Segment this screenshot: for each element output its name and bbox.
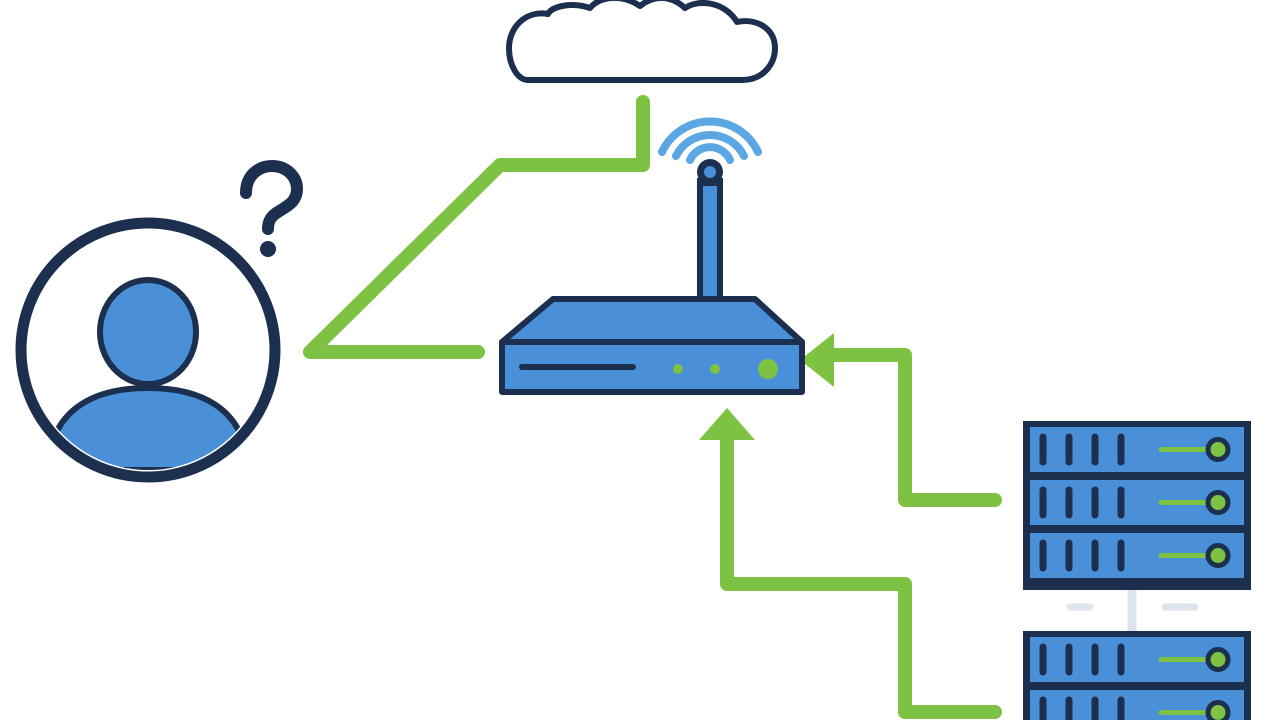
server-unit [1030, 637, 1244, 682]
router-top [499, 296, 805, 345]
server-power-led [1205, 647, 1231, 672]
router-status-light [673, 364, 683, 374]
wifi-router-icon [499, 159, 805, 395]
arrowhead-left [800, 333, 834, 387]
server-power-led [1205, 437, 1231, 462]
server-rack-bottom [1023, 631, 1251, 720]
server-rack-top [1023, 421, 1251, 590]
connector-server-bottom-to-router [699, 408, 1002, 719]
router-status-light [710, 364, 720, 374]
connector-cloud-to-user [303, 95, 650, 359]
router-status-light [758, 359, 778, 379]
server-power-led [1205, 490, 1231, 515]
connector-server-top-to-router [800, 333, 1002, 507]
cloud-icon [506, 0, 778, 83]
server-power-led [1205, 700, 1231, 720]
wifi-signal-icon [658, 117, 762, 164]
server-unit [1030, 533, 1244, 578]
arrowhead-up [699, 408, 755, 440]
server-rack-stand [1066, 583, 1199, 635]
user-avatar-icon [15, 217, 281, 483]
server-unit [1030, 427, 1244, 472]
server-unit [1030, 690, 1244, 720]
server-power-led [1205, 543, 1231, 568]
question-mark-icon [240, 159, 304, 257]
server-unit [1030, 480, 1244, 525]
avatar-head [97, 277, 199, 387]
